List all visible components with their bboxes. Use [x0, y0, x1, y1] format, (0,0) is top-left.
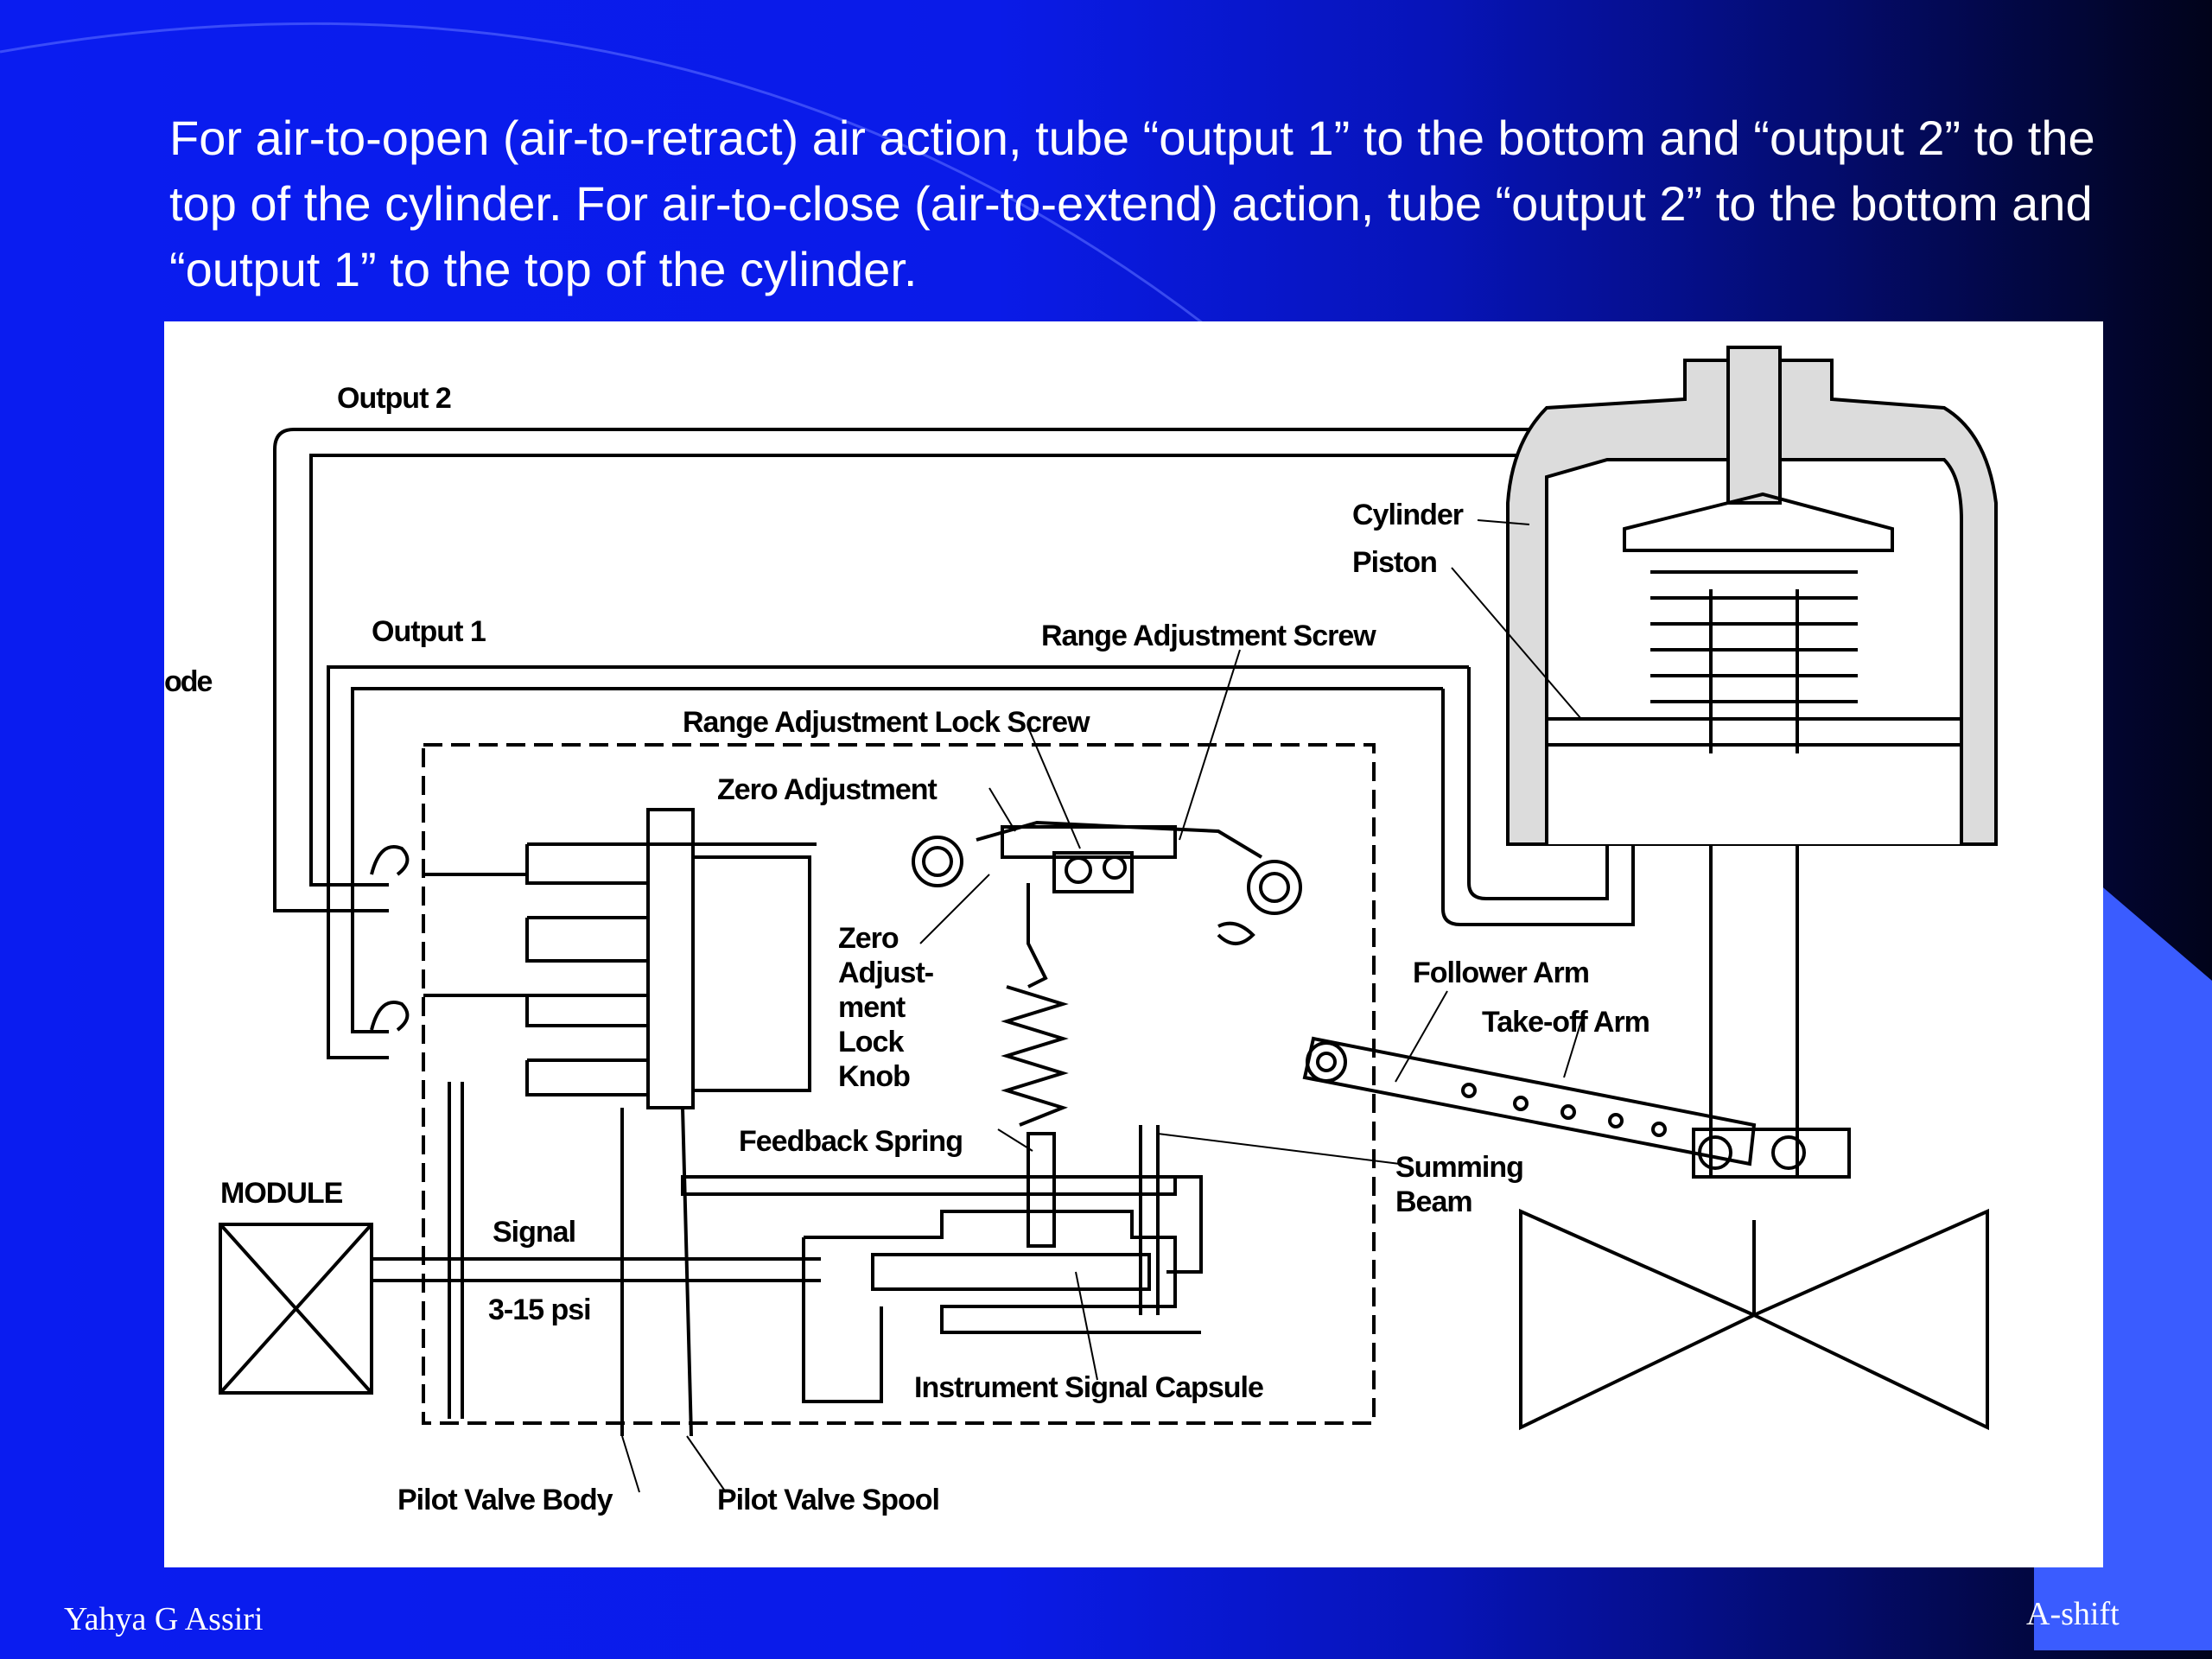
label-range-adjustment-screw: Range Adjustment Screw [1041, 620, 1376, 652]
footer-shift: A-shift [2026, 1596, 2120, 1632]
label-piston: Piston [1352, 546, 1437, 579]
take-off-arm [1692, 1128, 1851, 1179]
label-follower-arm: Follower Arm [1413, 957, 1589, 989]
label-feedback-spring: Feedback Spring [739, 1125, 963, 1158]
label-zero-lock-5: Knob [838, 1060, 910, 1093]
label-pilot-valve-body: Pilot Valve Body [397, 1484, 613, 1516]
piston [1623, 492, 1894, 552]
label-zero-lock-4: Lock [838, 1026, 904, 1058]
label-zero-adjustment: Zero Adjustment [717, 773, 938, 806]
positioner-diagram: Output 2 Output 1 Cylinder Piston Range … [164, 321, 2103, 1567]
label-output-1: Output 1 [372, 615, 486, 648]
label-output-2: Output 2 [337, 382, 451, 415]
label-zero-lock-3: ment [838, 991, 906, 1024]
slide-caption: For air-to-open (air-to-retract) air act… [169, 111, 2095, 296]
label-instrument-signal-capsule: Instrument Signal Capsule [914, 1371, 1263, 1404]
label-take-off-arm: Take-off Arm [1482, 1006, 1649, 1039]
label-zero-lock-2: Adjust- [838, 957, 933, 989]
module-box [219, 1223, 373, 1395]
label-range-adjustment-lock-screw: Range Adjustment Lock Screw [683, 706, 1090, 739]
label-module: MODULE [220, 1177, 343, 1210]
output-1-tube [327, 665, 1469, 1059]
label-summing-beam-1: Summing [1395, 1151, 1523, 1184]
pilot-valve-body [646, 808, 695, 1109]
feedback-spring [1001, 985, 1069, 1127]
label-signal: Signal [493, 1216, 575, 1249]
label-zero-lock-1: Zero [838, 922, 899, 955]
diagram-svg: Output 2 Output 1 Cylinder Piston Range … [219, 346, 1998, 1516]
output-2-tube [273, 428, 1564, 912]
instrument-signal-capsule [802, 1210, 1201, 1403]
positioner-housing [422, 743, 1376, 1425]
label-cylinder: Cylinder [1352, 499, 1464, 531]
label-pilot-valve-spool: Pilot Valve Spool [717, 1484, 939, 1516]
summing-beam [681, 1175, 1177, 1196]
label-cut-off: ode [164, 665, 213, 698]
label-psi: 3-15 psi [488, 1294, 591, 1326]
footer-author: Yahya G Assiri [64, 1601, 264, 1637]
label-summing-beam-2: Beam [1395, 1185, 1472, 1218]
